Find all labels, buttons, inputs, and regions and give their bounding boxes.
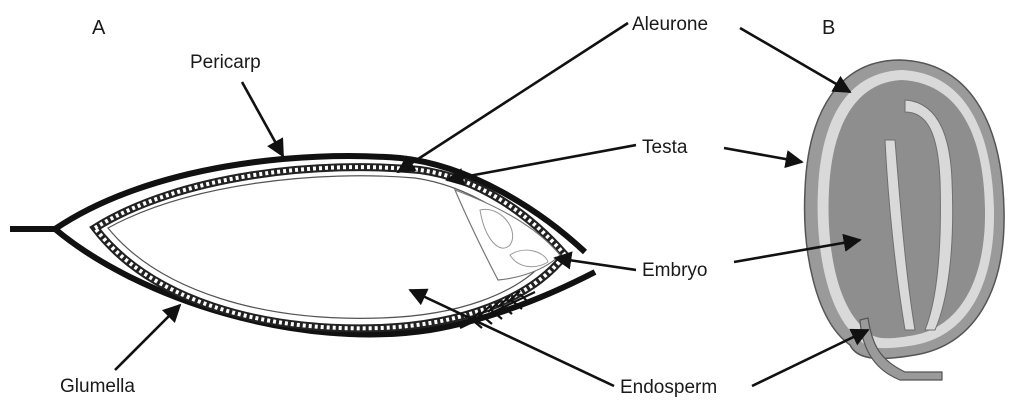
arrow-testa-a [447,145,636,180]
arrow-pericarp [242,82,283,156]
label-embryo: Embryo [642,260,707,281]
arrow-embryo-a [555,258,636,270]
arrow-glumella [115,305,180,370]
label-glumella: Glumella [60,376,135,397]
panel-label-a: A [92,17,106,39]
arrow-aleurone-a [398,23,628,172]
seed-section-b [805,60,1005,380]
arrow-endosperm-a [410,290,614,386]
label-pericarp: Pericarp [190,52,261,73]
panel-label-b: B [822,17,835,39]
label-endosperm: Endosperm [620,377,717,398]
label-testa: Testa [642,137,688,158]
arrow-testa-b [724,148,802,162]
label-aleurone: Aleurone [632,14,708,35]
grain-section-a [10,156,595,334]
arrow-endosperm-b [752,330,868,386]
